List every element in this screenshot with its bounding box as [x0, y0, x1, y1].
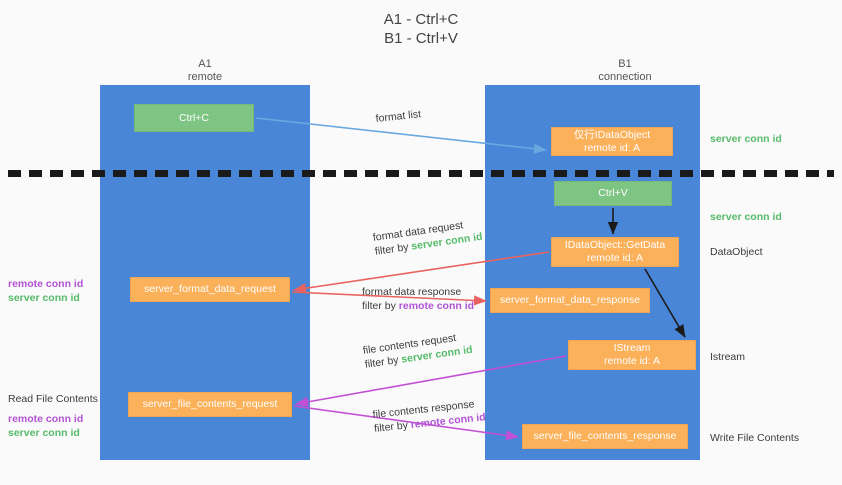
edge-label-text: format data response [362, 286, 462, 298]
side-note-istream: Istream [710, 351, 746, 363]
node-ctrl-c: Ctrl+C [134, 104, 254, 132]
edge-file-contents-response [293, 405, 519, 441]
boundary-divider [8, 170, 834, 177]
node-format-data-response: server_format_data_response [490, 288, 650, 313]
side-note-server-conn-id-mid: server conn id [710, 211, 782, 223]
node-ctrl-v: Ctrl+V [554, 181, 672, 206]
filter-prefix: filter by [373, 419, 412, 435]
server-conn-id-label: server conn id [8, 292, 80, 304]
node-idataobject-create: 仅行IDataObject remote id: A [551, 127, 673, 156]
edge-format-data-request [293, 251, 550, 294]
side-note-write-file-contents: Write File Contents [710, 432, 800, 444]
server-conn-id-label: server conn id [8, 427, 80, 439]
node-format-data-request: server_format_data_request [130, 277, 290, 302]
side-note-dataobject: DataObject [710, 246, 763, 258]
node-file-contents-response: server_file_contents_response [522, 424, 688, 449]
remote-conn-id-label: remote conn id [8, 278, 84, 290]
node-istream: IStream remote id: A [568, 340, 696, 370]
page-title: A1 - Ctrl+C B1 - Ctrl+V [383, 11, 459, 47]
remote-conn-id-label: remote conn id [8, 413, 84, 425]
side-note-read-file-contents: Read File Contents [8, 393, 98, 405]
swimlane-header-a1: A1 remote [187, 58, 223, 83]
edge-label-filter: filter by remote conn id [362, 299, 474, 313]
filter-value: remote conn id [398, 300, 475, 312]
edge-format-data-response [291, 291, 487, 306]
side-note-left-conn-ids: remote conn id server conn id [8, 277, 83, 305]
node-idataobject-getdata: IDataObject::GetData remote id: A [551, 237, 679, 267]
edge-file-contents-request [295, 355, 567, 407]
edge-format-list [255, 117, 547, 154]
side-note-left-conn-ids-2: remote conn id server conn id [8, 412, 83, 440]
side-note-server-conn-id-top: server conn id [710, 133, 782, 145]
node-file-contents-request: server_file_contents_request [128, 392, 292, 417]
edge-getdata-to-istream [644, 268, 686, 338]
swimlane-header-b1: B1 connection [598, 58, 652, 83]
filter-prefix: filter by [362, 300, 399, 312]
